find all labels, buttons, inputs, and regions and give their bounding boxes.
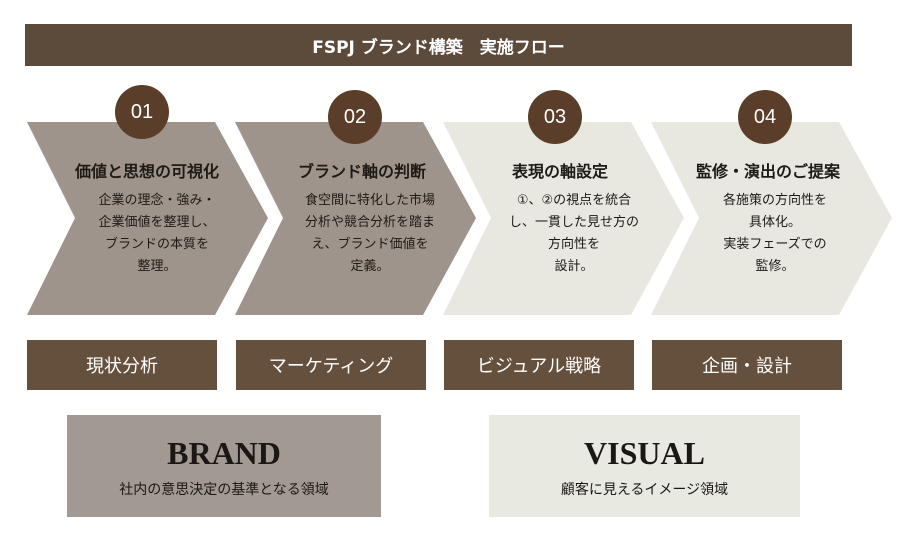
flow-title-bar: FSPJ ブランド構築 実施フロー [25,24,852,66]
step-number-badge: 03 [528,90,582,144]
step-title: 監修・演出のご提案 [695,162,840,181]
chevron-step-4 [651,122,892,315]
phase-label: マーケティング [236,340,426,390]
step-number: 03 [543,105,567,128]
flow-title: FSPJ ブランド構築 実施フロー [312,37,565,58]
phase-label: ビジュアル戦略 [444,340,634,390]
phase-label-text: ビジュアル戦略 [476,356,602,377]
domain-title: BRAND [167,435,281,471]
step-number-badge: 01 [115,85,169,139]
phase-label: 企画・設計 [652,340,842,390]
step-description: ①、②の視点を統合 し、一貫した見せ方の 方向性を 設計。 [508,193,639,274]
phase-label-text: 企画・設計 [702,356,792,377]
step-number: 04 [753,105,777,128]
step-title: 表現の軸設定 [511,162,608,181]
chevron-step-1 [27,122,268,315]
domain-subtitle: 顧客に見えるイメージ領域 [560,482,729,498]
step-number-badge: 04 [738,90,792,144]
step-number: 02 [343,105,367,128]
chevron-step-3 [443,122,684,315]
domain-subtitle: 社内の意思決定の基準となる領域 [119,482,329,498]
step-number-badge: 02 [328,90,382,144]
step-number: 01 [130,100,154,123]
chevron-step-2 [235,122,476,315]
step-description: 各施策の方向性を 具体化。 実装フェーズでの 監修。 [722,193,827,274]
phase-label-text: 現状分析 [86,356,158,377]
phase-label-text: マーケティング [268,356,394,377]
step-title: 価値と思想の可視化 [74,162,219,181]
domain-title: VISUAL [584,435,705,471]
step-title: ブランド軸の判断 [297,162,426,181]
phase-label: 現状分析 [27,340,217,390]
brand-domain-box: BRAND 社内の意思決定の基準となる領域 [67,415,381,517]
step-description: 企業の理念・強み・ 企業価値を整理し、 ブランドの本質を 整理。 [98,193,216,274]
step-description: 食空間に特化した市場 分析や競合分析を踏ま え、ブランド価値を 定義。 [304,193,435,274]
visual-domain-box: VISUAL 顧客に見えるイメージ領域 [489,415,800,517]
